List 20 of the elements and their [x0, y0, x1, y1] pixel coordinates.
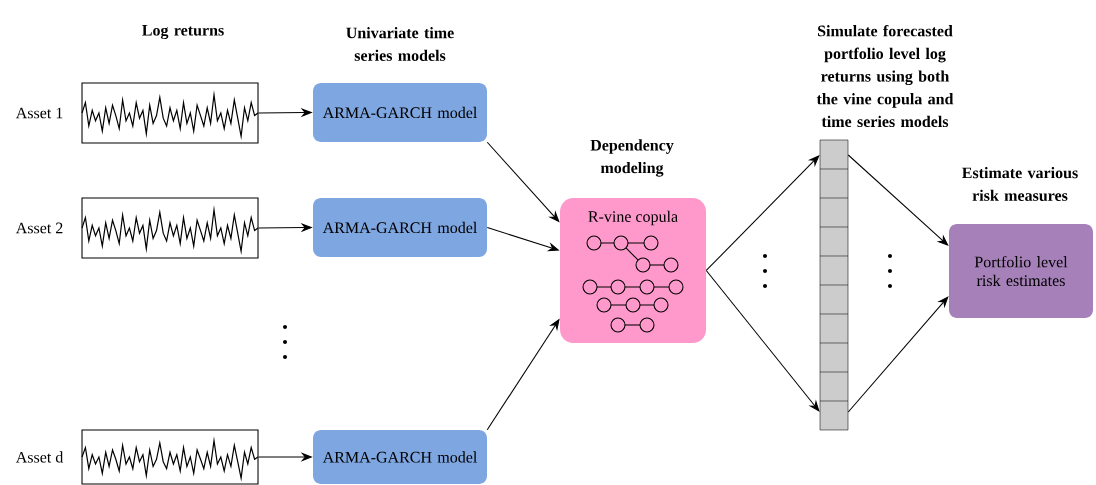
arrow — [847, 296, 949, 413]
model-box: ARMA-GARCH model — [313, 430, 487, 484]
time-series-plot — [81, 197, 259, 259]
time-series-plot — [81, 82, 259, 144]
arrow — [705, 269, 820, 412]
column-heading: Simulate forecasted portfolio level log returns using both the vine copula and time series models — [816, 24, 954, 128]
time-series-plot — [81, 429, 259, 485]
arrow — [705, 155, 820, 272]
asset-label: Asset 1 — [15, 107, 63, 119]
simulation-stack — [819, 139, 849, 431]
column-heading: Univariate time series models — [346, 27, 454, 61]
model-box: ARMA-GARCH model — [313, 83, 487, 142]
model-box: ARMA-GARCH model — [313, 198, 487, 257]
asset-label: Asset 2 — [15, 222, 63, 234]
asset-label: Asset d — [15, 451, 64, 463]
arrow — [847, 154, 949, 246]
column-heading: Log returns — [142, 25, 224, 39]
result-box: Portfolio level risk estimates — [949, 224, 1093, 318]
column-heading: Dependency modeling — [590, 139, 674, 177]
column-heading: Estimate various risk measures — [962, 167, 1078, 201]
